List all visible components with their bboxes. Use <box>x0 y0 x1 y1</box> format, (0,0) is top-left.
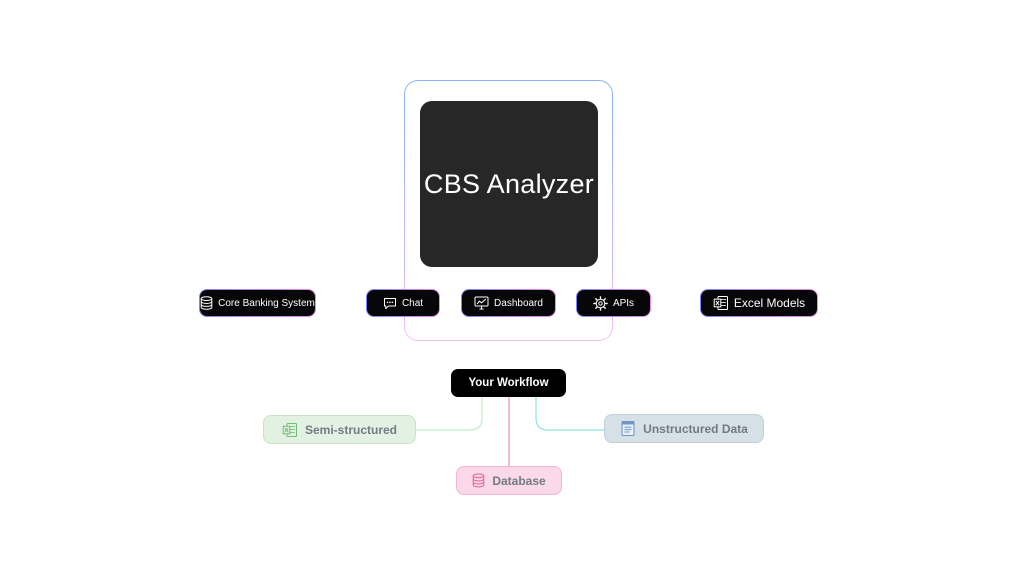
source-chip-label: APIs <box>612 297 635 309</box>
data-type-database: Database <box>456 466 562 495</box>
source-chip-label: Chat <box>401 297 424 309</box>
source-chip-chat: Chat <box>366 289 440 317</box>
source-chip-label: Core Banking System <box>218 297 315 309</box>
product-box: CBS Analyzer <box>420 101 598 267</box>
product-title: CBS Analyzer <box>423 168 595 199</box>
database-icon <box>473 473 485 488</box>
source-chip-core-banking: Core Banking System <box>199 289 316 317</box>
source-chip-label: Dashboard <box>494 297 543 309</box>
data-type-label: Semi-structured <box>304 422 398 437</box>
connector-unstructured <box>535 397 604 431</box>
document-icon <box>621 420 635 437</box>
data-type-label: Unstructured Data <box>643 421 748 436</box>
workflow-label: Your Workflow <box>468 377 549 389</box>
source-chip-dashboard: Dashboard <box>461 289 556 317</box>
source-chip-excel-models: Excel Models <box>700 289 818 317</box>
gear-cog-icon <box>593 295 608 311</box>
excel-file-icon <box>282 422 297 437</box>
source-chip-label: Excel Models <box>733 296 806 310</box>
workflow-node: Your Workflow <box>451 369 566 397</box>
chat-bubble-icon <box>383 297 396 309</box>
source-chip-apis: APIs <box>576 289 651 317</box>
connector-semi-structured <box>416 397 483 431</box>
data-type-semi-structured: Semi-structured <box>263 415 416 444</box>
data-type-label: Database <box>492 473 546 488</box>
excel-file-icon <box>713 296 728 310</box>
monitor-chart-icon <box>474 296 489 310</box>
database-stack-icon <box>200 296 213 310</box>
data-type-unstructured: Unstructured Data <box>604 414 764 443</box>
